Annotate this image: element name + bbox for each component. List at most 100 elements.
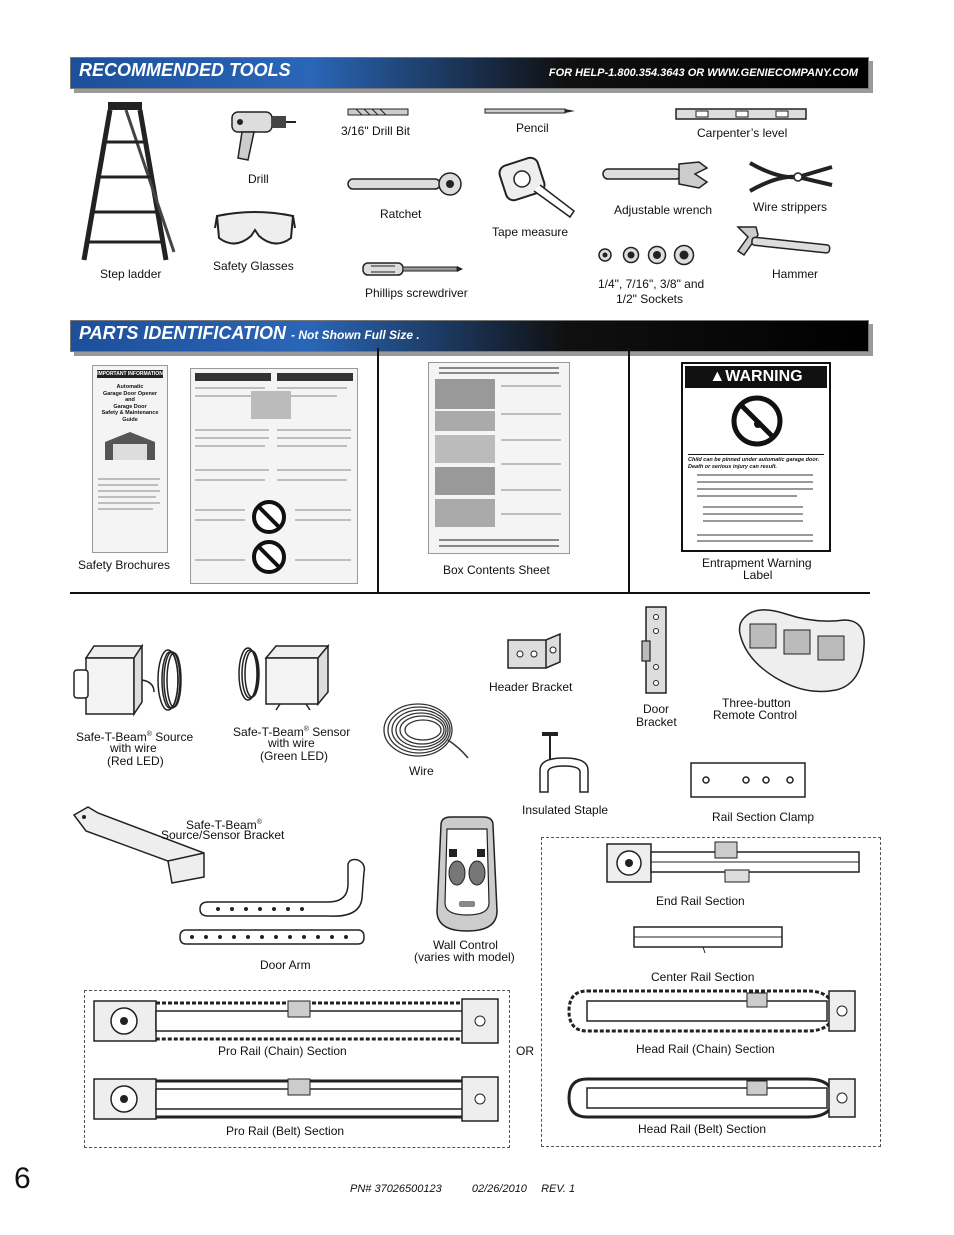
insulated-staple-label: Insulated Staple [522, 803, 609, 817]
safe-t-beam-sensor-label-line2: with wire [268, 736, 315, 750]
warning-header: ▲WARNING [685, 366, 827, 388]
safe-t-beam-source-icon [73, 643, 182, 717]
help-line: FOR HELP-1.800.354.3643 OR WWW.GENIECOMP… [548, 67, 858, 79]
head-rail-group-box [541, 837, 881, 1147]
wire-strippers-label: Wire strippers [753, 200, 828, 214]
safety-brochure-large [190, 368, 358, 584]
pencil-label: Pencil [516, 121, 549, 135]
ratchet-icon [347, 172, 462, 196]
step-ladder-icon [81, 102, 176, 261]
safety-glasses-icon [214, 211, 296, 245]
carpenters-level-icon [675, 108, 807, 120]
entrapment-label-line2: Label [743, 568, 773, 582]
no-symbol-icon-1 [252, 500, 286, 534]
divider-vertical-2 [628, 348, 630, 593]
safe-t-beam-sensor-label-line1: Safe-T-Beam® Sensor [233, 725, 351, 739]
rail-section-clamp-icon [690, 762, 806, 798]
parts-subtitle: - Not Shown Full Size . [291, 328, 420, 342]
remote-control-icon [738, 609, 865, 693]
end-rail-section-label: End Rail Section [656, 894, 745, 908]
pro-rail-chain-label: Pro Rail (Chain) Section [218, 1044, 347, 1058]
sockets-label-line2: 1/2" Sockets [616, 292, 683, 306]
hammer-label: Hammer [772, 267, 819, 281]
tape-measure-icon [498, 156, 576, 219]
remote-label-line1: Three-button [722, 696, 791, 710]
rail-section-clamp-label: Rail Section Clamp [712, 810, 815, 824]
divider-horizontal [70, 592, 870, 594]
entrapment-warning-label: ▲WARNING Child can be pinned under autom… [681, 362, 831, 552]
drill-label: Drill [248, 172, 269, 186]
warning-triangle-icon: ▲ [709, 368, 726, 385]
brochure-title: Automatic Garage Door Opener and Garage … [101, 384, 159, 423]
safe-t-beam-bracket-label-line2: Source/Sensor Bracket [161, 828, 285, 842]
pencil-icon [484, 108, 575, 114]
footer-line: PN# 37026500123 02/26/2010 REV. 1 [350, 1183, 575, 1195]
warning-caption: Child can be pinned under automatic gara… [688, 454, 824, 470]
phillips-screwdriver-icon [362, 262, 463, 276]
wall-control-label-line2: (varies with model) [414, 950, 515, 964]
part-number: PN# 37026500123 [350, 1183, 442, 1195]
safety-brochure-small: IMPORTANT INFORMATION Automatic Garage D… [92, 365, 168, 553]
safe-t-beam-bracket-label-line1: Safe-T-Beam® [186, 818, 262, 832]
safe-t-beam-sensor-icon [238, 643, 330, 711]
pro-rail-chain-icon [93, 998, 499, 1044]
tools-banner: RECOMMENDED TOOLS FOR HELP-1.800.354.364… [70, 57, 869, 89]
parts-banner: PARTS IDENTIFICATION - Not Shown Full Si… [70, 320, 869, 352]
tools-title: RECOMMENDED TOOLS [79, 60, 291, 80]
box-contents-sheet-label: Box Contents Sheet [443, 563, 550, 577]
remote-label-line2: Remote Control [713, 708, 798, 722]
center-rail-section-label: Center Rail Section [651, 970, 755, 984]
header-bracket-label: Header Bracket [489, 680, 573, 694]
ratchet-label: Ratchet [380, 207, 422, 221]
wall-control-label-line1: Wall Control [433, 938, 498, 952]
end-rail-section-icon [606, 841, 860, 883]
wire-coil-icon [383, 703, 469, 759]
wall-control-icon [436, 816, 498, 932]
safe-t-beam-source-label-line3: (Red LED) [107, 754, 164, 768]
door-bracket-label-line1: Door [643, 702, 670, 716]
entrapment-label-line1: Entrapment Warning [702, 556, 812, 570]
box-contents-sheet [428, 362, 570, 554]
parts-title: PARTS IDENTIFICATION - Not Shown Full Si… [79, 323, 420, 344]
no-child-icon [731, 395, 783, 447]
carpenters-level-label: Carpenter’s level [697, 126, 788, 140]
door-arm-label: Door Arm [260, 958, 311, 972]
pro-rail-belt-icon [93, 1076, 499, 1122]
page-number: 6 [14, 1162, 31, 1195]
hammer-icon [736, 226, 831, 257]
parts-title-text: PARTS IDENTIFICATION [79, 323, 286, 343]
safety-glasses-label: Safety Glasses [213, 259, 294, 273]
center-rail-section-icon [633, 926, 783, 954]
safe-t-beam-bracket-icon [72, 806, 205, 884]
brochure-badge: IMPORTANT INFORMATION [97, 370, 163, 378]
step-ladder-label: Step ladder [100, 267, 162, 281]
pro-rail-belt-label: Pro Rail (Belt) Section [226, 1124, 345, 1138]
safe-t-beam-sensor-label-line3: (Green LED) [260, 749, 329, 763]
tape-measure-label: Tape measure [492, 225, 569, 239]
no-symbol-icon-2 [252, 540, 286, 574]
header-bracket-icon [507, 632, 561, 669]
garage-house-icon [105, 432, 155, 460]
head-rail-belt-label: Head Rail (Belt) Section [638, 1122, 767, 1136]
head-rail-chain-icon [567, 989, 856, 1033]
phillips-screwdriver-label: Phillips screwdriver [365, 286, 468, 300]
head-rail-chain-label: Head Rail (Chain) Section [636, 1042, 775, 1056]
or-label: OR [516, 1044, 534, 1058]
divider-vertical-1 [377, 348, 379, 593]
drill-icon [231, 111, 296, 161]
insulated-staple-icon [539, 732, 589, 793]
sockets-icon [598, 244, 695, 266]
pro-rail-group-box [84, 990, 510, 1148]
safe-t-beam-source-label-line1: Safe-T-Beam® Source [76, 730, 194, 744]
adjustable-wrench-icon [602, 161, 709, 189]
door-bracket-label-line2: Bracket [636, 715, 677, 729]
safety-brochures-label: Safety Brochures [78, 558, 171, 572]
sockets-label-line1: 1/4", 7/16", 3/8" and [598, 277, 705, 291]
wire-label: Wire [409, 764, 434, 778]
door-bracket-icon [641, 606, 667, 694]
drill-bit-label: 3/16" Drill Bit [341, 124, 410, 138]
drill-bit-icon [347, 108, 409, 116]
footer-revision: REV. 1 [541, 1183, 576, 1195]
adjustable-wrench-label: Adjustable wrench [614, 203, 713, 217]
head-rail-belt-icon [567, 1077, 856, 1119]
